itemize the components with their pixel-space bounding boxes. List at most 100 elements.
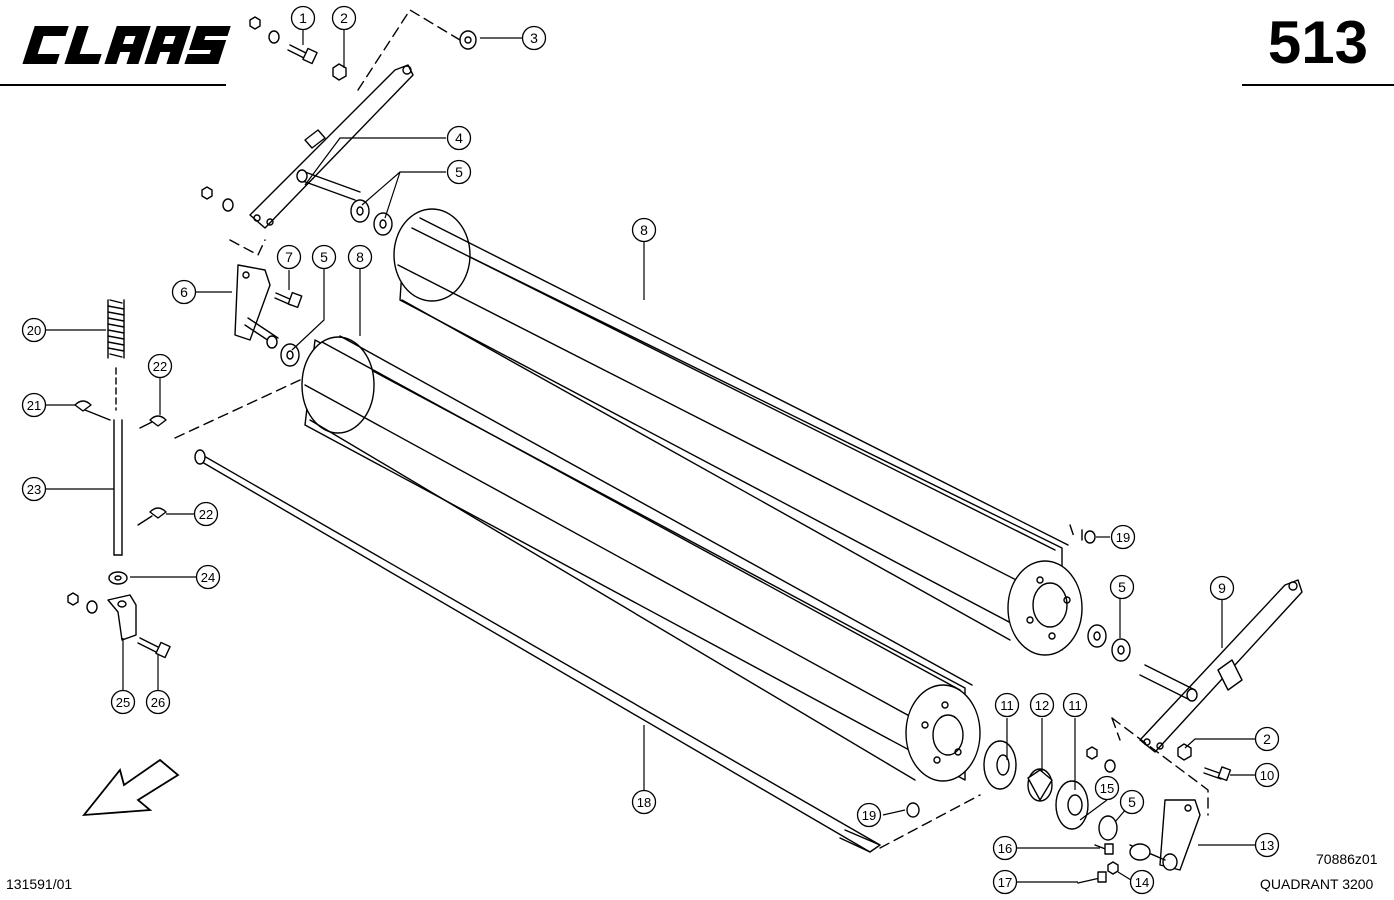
callout-circle <box>631 217 657 243</box>
callout-8: 8 <box>347 244 373 270</box>
callout-22: 22 <box>147 353 173 379</box>
document-code: 131591/01 <box>6 876 73 892</box>
callout-circle <box>147 353 173 379</box>
direction-arrow-icon <box>82 758 180 817</box>
callout-11: 11 <box>1062 692 1088 718</box>
header-rule-right <box>1242 84 1394 86</box>
callout-14: 14 <box>1129 869 1155 895</box>
callout-9: 9 <box>1209 575 1235 601</box>
callout-circle <box>21 392 47 418</box>
callout-number: 11 <box>1068 698 1082 713</box>
callout-11: 11 <box>994 692 1020 718</box>
callout-circle <box>1119 789 1145 815</box>
callout-circle <box>193 501 219 527</box>
callout-circle <box>992 835 1018 861</box>
callout-3: 3 <box>521 25 547 51</box>
callout-number: 22 <box>153 359 167 374</box>
callout-number: 18 <box>637 795 651 810</box>
callout-19: 19 <box>1110 524 1136 550</box>
drawing-code: 70886z01 <box>1316 851 1378 867</box>
callout-number: 1 <box>299 10 307 26</box>
callout-25: 25 <box>110 689 136 715</box>
brand-logo <box>22 26 231 64</box>
header-rule-left <box>0 84 226 86</box>
callout-number: 19 <box>862 808 876 823</box>
callout-number: 11 <box>1000 698 1014 713</box>
callout-circle <box>521 25 547 51</box>
callout-circle <box>1029 692 1055 718</box>
callout-number: 9 <box>1218 580 1226 596</box>
callout-number: 20 <box>27 323 41 338</box>
callout-number: 26 <box>151 695 165 710</box>
callout-26: 26 <box>145 689 171 715</box>
callout-leaders <box>46 30 1255 883</box>
callout-5: 5 <box>446 159 472 185</box>
right-arm <box>1139 579 1303 753</box>
callout-circle <box>110 689 136 715</box>
fasteners <box>201 16 1232 884</box>
callout-number: 8 <box>640 222 648 238</box>
callout-number: 17 <box>998 875 1012 890</box>
callout-circle <box>21 317 47 343</box>
callout-number: 5 <box>1118 579 1126 595</box>
callout-circle <box>290 5 316 31</box>
callout-4: 4 <box>446 125 472 151</box>
callout-number: 21 <box>27 398 41 413</box>
callout-number: 8 <box>356 249 364 265</box>
callout-number: 7 <box>285 249 293 265</box>
callout-number: 24 <box>201 570 215 585</box>
callout-10: 10 <box>1254 762 1280 788</box>
bracket <box>234 264 279 349</box>
callout-circle <box>1109 574 1135 600</box>
callout-13: 13 <box>1254 832 1280 858</box>
callout-circle <box>1110 524 1136 550</box>
lower-roller <box>301 335 981 782</box>
callout-6: 6 <box>171 279 197 305</box>
callout-16: 16 <box>992 835 1018 861</box>
callout-23: 23 <box>21 476 47 502</box>
callout-20: 20 <box>21 317 47 343</box>
callout-21: 21 <box>21 392 47 418</box>
callout-number: 5 <box>1128 794 1136 810</box>
callout-circle <box>856 802 882 828</box>
callout-number: 15 <box>1100 781 1114 796</box>
callout-12: 12 <box>1029 692 1055 718</box>
callout-circle <box>347 244 373 270</box>
callout-circle <box>1254 832 1280 858</box>
callout-circle <box>1129 869 1155 895</box>
callout-number: 5 <box>320 249 328 265</box>
callout-circle <box>1254 762 1280 788</box>
shaft <box>174 379 981 853</box>
callout-2: 2 <box>1254 726 1280 752</box>
callout-number: 2 <box>340 10 348 26</box>
callout-circle <box>1254 726 1280 752</box>
callout-number: 4 <box>455 130 463 146</box>
callout-circle <box>446 159 472 185</box>
callout-24: 24 <box>195 564 221 590</box>
callout-5: 5 <box>1109 574 1135 600</box>
washers <box>280 30 1131 662</box>
assembly-lines <box>229 9 1209 816</box>
callout-circle <box>631 789 657 815</box>
callout-circle <box>331 5 357 31</box>
callout-circle <box>446 125 472 151</box>
upper-roller <box>393 208 1083 656</box>
callout-number: 5 <box>455 164 463 180</box>
callout-1: 1 <box>290 5 316 31</box>
callout-18: 18 <box>631 789 657 815</box>
callout-15: 15 <box>1094 775 1120 801</box>
callout-circle <box>195 564 221 590</box>
model-name: QUADRANT 3200 <box>1260 876 1374 892</box>
callout-number: 12 <box>1035 698 1049 713</box>
callout-17: 17 <box>992 869 1018 895</box>
callout-circle <box>1209 575 1235 601</box>
callout-circle <box>145 689 171 715</box>
callout-number: 25 <box>116 695 130 710</box>
bearing-parts <box>983 740 1151 861</box>
callout-number: 14 <box>1135 875 1149 890</box>
callout-number: 19 <box>1116 530 1130 545</box>
callout-5: 5 <box>1119 789 1145 815</box>
page-number: 513 <box>1267 9 1368 76</box>
